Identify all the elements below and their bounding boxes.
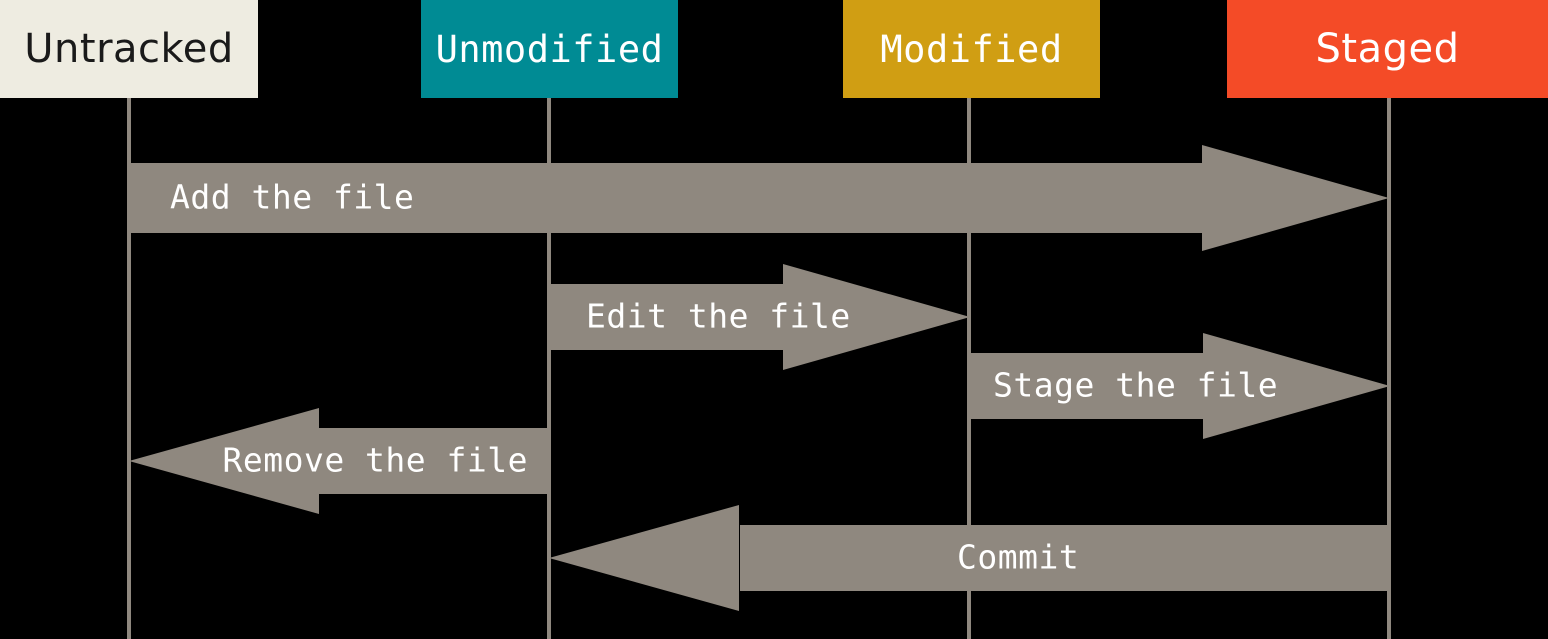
arrow-head-left-icon (549, 505, 739, 611)
state-box-staged: Staged (1227, 0, 1548, 98)
arrow-head-right-icon (1202, 145, 1389, 251)
arrow-label-commit: Commit (957, 537, 1080, 577)
arrow-shaft (315, 428, 549, 494)
lifeline-unmodified (547, 98, 551, 639)
arrow-shaft (129, 163, 1202, 233)
arrow-shaft (549, 284, 783, 350)
state-label-untracked: Untracked (24, 26, 234, 72)
arrow-label-add-the-file: Add the file (170, 177, 415, 217)
arrow-shaft (740, 525, 1388, 591)
lifeline-untracked (127, 98, 131, 639)
state-box-unmodified: Unmodified (421, 0, 678, 98)
arrow-head-right-icon (783, 264, 970, 370)
arrow-head-left-icon (129, 408, 319, 514)
arrow-label-remove-the-file: Remove the file (222, 440, 528, 480)
state-label-staged: Staged (1315, 26, 1460, 72)
arrow-head-right-icon (1203, 333, 1390, 439)
state-box-untracked: Untracked (0, 0, 258, 98)
arrow-shaft (969, 353, 1203, 419)
state-label-unmodified: Unmodified (435, 27, 664, 71)
state-label-modified: Modified (880, 27, 1063, 71)
state-box-modified: Modified (843, 0, 1100, 98)
arrow-label-stage-the-file: Stage the file (993, 365, 1279, 405)
arrow-label-edit-the-file: Edit the file (586, 296, 851, 336)
